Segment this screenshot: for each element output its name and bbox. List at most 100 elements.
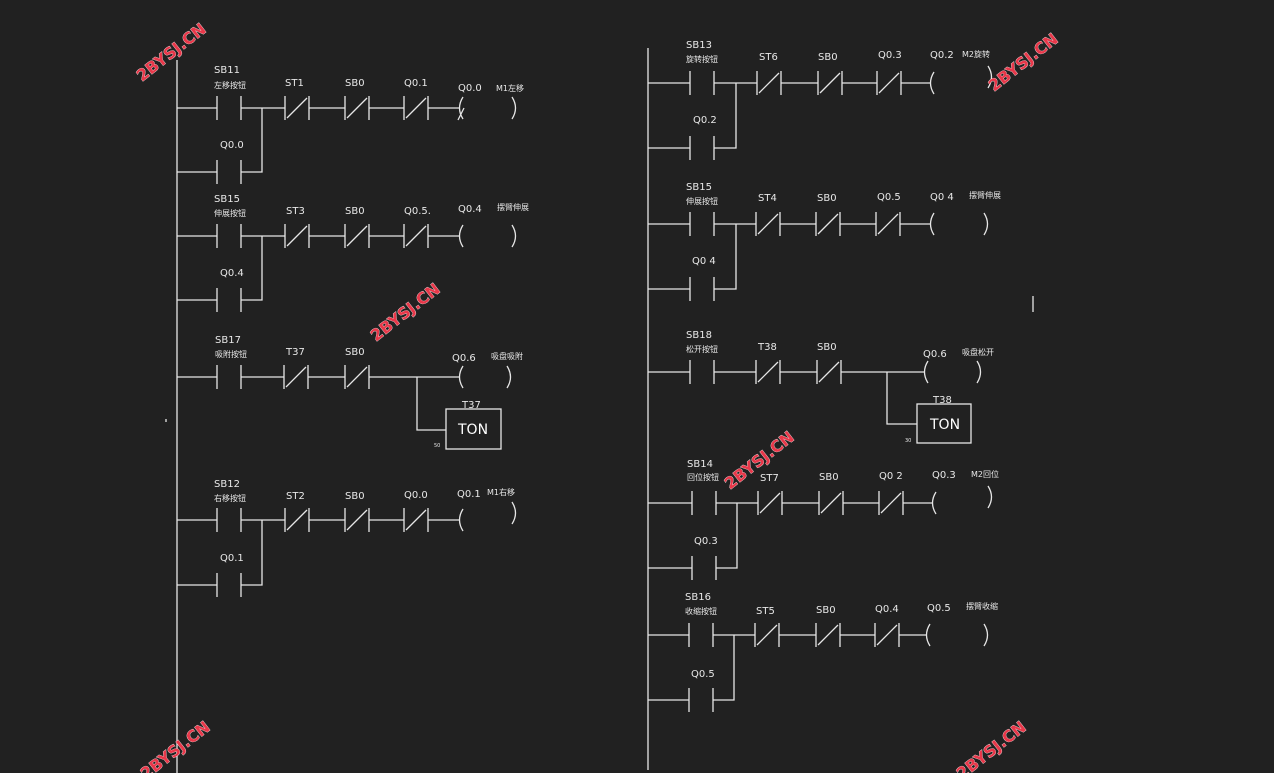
input-desc: 松开按钮 (686, 344, 718, 354)
contact-label: SB0 (817, 193, 837, 204)
coil (458, 365, 512, 389)
contact-label: Q0.0 (404, 490, 428, 501)
input-desc: 收缩按钮 (685, 606, 717, 616)
coil-desc: M2回位 (971, 469, 999, 479)
coil (458, 224, 517, 248)
watermark: 2BYSJ.CN (985, 29, 1062, 95)
coil-label: Q0.6 (452, 353, 476, 364)
coil (929, 212, 989, 236)
contact-label: Q0 2 (879, 471, 903, 482)
contact-label: SB0 (817, 342, 837, 353)
right-rung-3: SB18 松开按钮 TON T38 30 T38 SB0 Q0.6 吸盘松开 (648, 330, 994, 444)
coil-desc: 吸盘松开 (962, 347, 994, 357)
coil-desc: M2旋转 (962, 49, 990, 59)
input-label: SB16 (685, 592, 711, 603)
rung-path (648, 71, 930, 95)
contact-label: SB0 (816, 605, 836, 616)
contact-label: SB0 (345, 78, 365, 89)
coil-label: Q0.2 (930, 50, 954, 61)
hold-label: Q0.3 (694, 536, 718, 547)
contact-label: ST3 (286, 206, 305, 217)
coil-label: Q0.4 (458, 204, 482, 215)
coil-label: Q0 4 (930, 192, 954, 203)
hold-label: Q0 4 (692, 256, 716, 267)
contact-label: SB0 (345, 206, 365, 217)
coil-label: Q0.3 (932, 470, 956, 481)
input-desc: 旋转按钮 (686, 54, 718, 64)
timer-box (445, 408, 502, 450)
contact-label: Q0.5. (404, 206, 431, 217)
contact-label: T38 (757, 342, 777, 353)
contact-label: Q0.4 (875, 604, 899, 615)
hold-branch (648, 224, 737, 301)
left-rung-3: SB17 吸附按钮 TON T37 50 T37 SB0 Q0.6 吸盘吸附 (177, 335, 523, 450)
coil (931, 485, 993, 515)
rung-path (177, 365, 459, 389)
coil (929, 65, 993, 95)
timer-preset: 30 (905, 438, 911, 444)
contact-label: SB0 (345, 491, 365, 502)
coil-label: Q0.0 (458, 83, 482, 94)
input-label: SB11 (214, 65, 240, 76)
contact-label: SB0 (819, 472, 839, 483)
hold-branch (177, 520, 263, 597)
left-rung-4: SB12 右移按钮 ST2 SB0 Q0.0 Q0.1 M1右移 Q0.1 (177, 479, 517, 597)
hold-label: Q0.5 (691, 669, 715, 680)
contact-label: ST6 (759, 52, 778, 63)
watermark: 2BYSJ.CN (367, 279, 444, 345)
right-rung-1: SB13 旋转按钮 ST6 SB0 Q0.3 Q0.2 M2旋转 Q0.2 (648, 40, 993, 160)
hold-label: Q0.4 (220, 268, 244, 279)
rung-path (648, 491, 932, 515)
hold-branch (177, 108, 263, 184)
rung-path (177, 224, 459, 248)
right-rung-2: SB15 伸展按钮 ST4 SB0 Q0.5 Q0 4 摆臂伸展 Q0 4 (648, 182, 1001, 301)
watermark: 2BYSJ.CN (953, 717, 1030, 773)
contact-label: ST5 (756, 606, 775, 617)
timer-branch (886, 372, 917, 425)
contact-label: Q0.3 (878, 50, 902, 61)
hold-branch (177, 236, 263, 312)
right-rung-5: SB16 收缩按钮 ST5 SB0 Q0.4 Q0.5 摆臂收缩 Q0.5 (648, 592, 998, 712)
hold-branch (648, 503, 738, 580)
timer-label: T37 (461, 400, 481, 411)
input-desc: 伸展按钮 (214, 208, 246, 218)
input-label: SB15 (686, 182, 712, 193)
input-desc: 回位按钮 (687, 472, 719, 482)
coil (458, 501, 517, 532)
coil-label: Q0.6 (923, 349, 947, 360)
input-label: SB17 (215, 335, 241, 346)
input-desc: 伸展按钮 (686, 196, 718, 206)
coil-desc: 摆臂收缩 (966, 601, 998, 611)
timer-type: TON (929, 417, 960, 433)
coil (923, 360, 982, 384)
contact-label: T37 (285, 347, 305, 358)
input-desc: 左移按钮 (214, 80, 246, 90)
rung-path (648, 212, 930, 236)
rung-path (177, 96, 465, 121)
contact-label: SB0 (345, 347, 365, 358)
timer-preset: 50 (434, 443, 440, 449)
timer-branch (416, 377, 446, 431)
left-rung-2: SB15 伸展按钮 ST3 SB0 Q0.5. Q0.4 摆臂伸展 Q0.4 (177, 194, 529, 312)
contact-label: ST2 (286, 491, 305, 502)
coil-desc: 摆臂伸展 (497, 202, 529, 212)
watermark: 2BYSJ.CN (133, 19, 210, 85)
contact-label: ST4 (758, 193, 777, 204)
input-desc: 右移按钮 (214, 493, 246, 503)
contact-label: Q0.1 (404, 78, 428, 89)
hold-branch (648, 83, 737, 160)
hold-label: Q0.2 (693, 115, 717, 126)
coil-label: Q0.1 (457, 489, 481, 500)
coil-desc: 摆臂伸展 (969, 190, 1001, 200)
hold-label: Q0.1 (220, 553, 244, 564)
coil-desc: 吸盘吸附 (491, 351, 523, 361)
input-label: SB15 (214, 194, 240, 205)
watermark: 2BYSJ.CN (137, 717, 214, 773)
coil-desc: M1右移 (487, 487, 515, 497)
rung-path (177, 508, 459, 532)
input-label: SB13 (686, 40, 712, 51)
coil-desc: M1左移 (496, 83, 524, 93)
contact-label: SB0 (818, 52, 838, 63)
